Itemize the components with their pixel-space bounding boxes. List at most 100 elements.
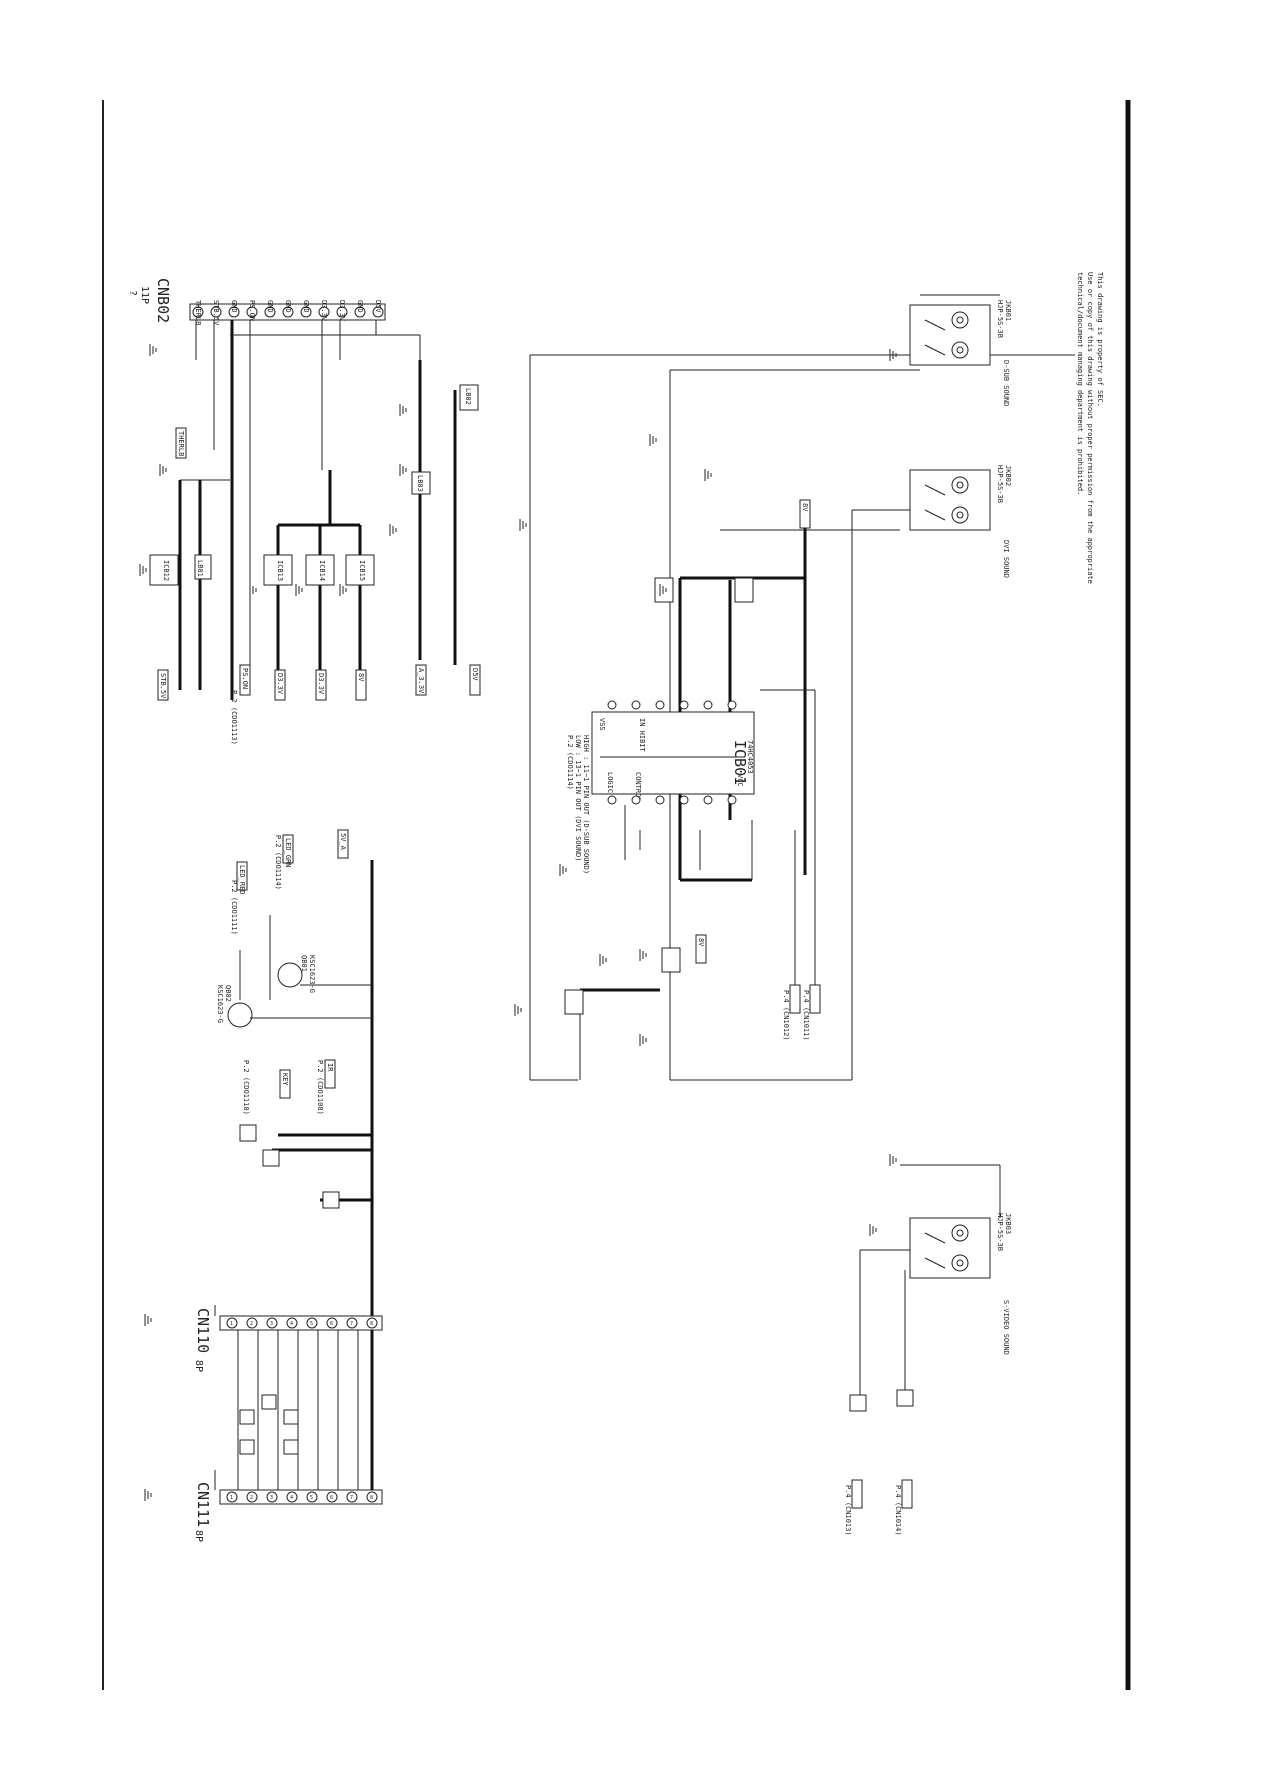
regulator-2 <box>194 554 212 580</box>
cnb02-net-10: GND <box>356 300 364 313</box>
cn110-pins: 8P <box>193 1360 204 1372</box>
cnb02-net-8: D3.3V <box>320 300 328 322</box>
pageref-audio-l: P.4 (CN1011) <box>802 990 810 1041</box>
ground-symbol <box>869 1224 877 1236</box>
qb01-part: KSC1623-G <box>308 955 316 993</box>
flag-key <box>279 1069 291 1099</box>
flag-8v-top-text: 8V <box>801 503 809 512</box>
cn110-name: CN110 <box>194 1308 212 1353</box>
flag-a33 <box>415 664 427 696</box>
ground-symbol <box>399 404 407 416</box>
flag-8v-top <box>799 499 811 529</box>
cnb02-pin-5 <box>264 306 276 318</box>
flag-audio-l <box>809 984 821 1014</box>
jack-dvi-ref: JKB02 <box>1004 465 1012 486</box>
jack-dsub-body <box>909 304 991 366</box>
ground-symbol <box>144 1489 152 1501</box>
ground-symbol <box>339 584 347 596</box>
notice-block: This drawing is property of SEC. Use or … <box>1076 272 1104 584</box>
flag-svideo-r <box>901 1479 913 1509</box>
esd-7 <box>239 1439 255 1455</box>
jack-dsub-label: D-SUB SOUND <box>1002 360 1010 406</box>
jack-svideo: JKB03 HJP-5S-3B S-VIDEO SOUND P.4 (CN101… <box>844 1164 1012 1536</box>
esd-svideo-2 <box>896 1389 914 1407</box>
transistor-qb02 <box>227 1002 253 1028</box>
cn111-pin-number-4: 4 <box>290 1495 293 1501</box>
cn110-pin-3 <box>266 1317 278 1329</box>
flag-d33-b <box>315 669 327 701</box>
flag-led-grn <box>282 834 294 864</box>
cn111-pin-number-1: 1 <box>230 1495 233 1501</box>
flag-pson-text: PS.ON <box>241 668 249 689</box>
regulator-1-ref: ICB12 <box>162 560 170 581</box>
cn110-body <box>219 1315 383 1331</box>
cn111-pin-6 <box>326 1491 338 1503</box>
flag-d33-a <box>274 669 286 701</box>
ic-vss: VSS <box>598 718 606 731</box>
ground-symbol <box>249 584 257 596</box>
flag-pson <box>239 664 251 696</box>
regulator-3-ref: ICB13 <box>276 560 284 581</box>
cnb02-net-5: GND <box>266 300 274 313</box>
cn111-pin-7 <box>346 1491 358 1503</box>
qb02-ref: QB02 <box>224 985 232 1002</box>
ic-logic: LOGIC <box>606 772 614 793</box>
ic-icb01: ICB01 74HC4053 VSS IN HIBIT CONTROL LOGI… <box>566 700 755 874</box>
notice-line-2: Use or copy of this drawing without prop… <box>1086 272 1094 584</box>
ic-note-low: LOW : 13~1 PIN OUT (DVI SOUND) <box>574 735 582 861</box>
cn111-body <box>219 1489 383 1505</box>
flag-key-text: KEY <box>281 1073 289 1086</box>
flag-5va-text: 5V_A <box>339 833 347 851</box>
cn111-name: CN111 <box>194 1482 212 1527</box>
cn111-pin-1 <box>226 1491 238 1503</box>
flag-led-red-text: LED_RED <box>238 865 246 895</box>
flag-d5v <box>469 664 481 696</box>
cn110-pin-number-7: 7 <box>350 1321 353 1327</box>
led-key-block: QB01 KSC1623-G QB02 KSC1623-G LED_RED LE… <box>216 829 374 1345</box>
esd-8 <box>283 1439 299 1455</box>
regulator-4 <box>305 554 335 586</box>
esd-3 <box>322 1191 340 1209</box>
regulator-1 <box>149 554 179 586</box>
transistor-qb01 <box>277 962 303 988</box>
flag-d33-b-text: D3.3V <box>317 673 325 695</box>
cn111-pin-number-7: 7 <box>350 1495 353 1501</box>
cn110-pin-2 <box>246 1317 258 1329</box>
ground-symbol <box>889 1154 897 1166</box>
flag-8v-right-text: 8V <box>697 938 705 947</box>
ic-body <box>591 711 755 795</box>
ground-symbol <box>399 464 407 476</box>
esd-5 <box>261 1394 277 1410</box>
cnb02-pin-row <box>192 306 384 318</box>
ic-bottom-pin-1 <box>607 795 617 805</box>
flag-ir <box>324 1059 336 1089</box>
ground-symbol <box>389 524 397 536</box>
jack-dsub: JKB01 HJP-5S-3B D-SUB SOUND <box>909 294 1012 406</box>
cn110-pin-number-1: 1 <box>230 1321 233 1327</box>
flag-8v-text: 8V <box>357 673 365 682</box>
cn111-pins: 8P <box>193 1530 204 1542</box>
qb01-ref: QB01 <box>300 955 308 972</box>
cn111-pin-number-5: 5 <box>310 1495 313 1501</box>
cn110-pin-7 <box>346 1317 358 1329</box>
ic-pin-row-top <box>607 700 737 710</box>
connector-cnb02: CNB02 11P ? THERLB STB.5V GND PS.ON GND … <box>127 278 386 326</box>
ic-part: 74HC4053 <box>746 740 754 774</box>
cn110-pin-number-3: 3 <box>270 1321 273 1327</box>
cnb02-pin-9 <box>336 306 348 318</box>
transistor-mute-3 <box>654 577 674 603</box>
ground-symbol <box>139 564 147 576</box>
ic-top-pin-6 <box>727 700 737 710</box>
jack-svideo-part: HJP-5S-3B <box>996 1213 1004 1251</box>
cnb02-pin-4 <box>246 306 258 318</box>
ground-symbol <box>639 949 647 961</box>
ground-symbol <box>639 1034 647 1046</box>
cn111-pin-3 <box>266 1491 278 1503</box>
cn111-pin-4 <box>286 1491 298 1503</box>
cnb02-pin-1 <box>192 306 204 318</box>
cnb02-net-11: D5V <box>374 300 382 313</box>
ic-bottom-pin-4 <box>679 795 689 805</box>
